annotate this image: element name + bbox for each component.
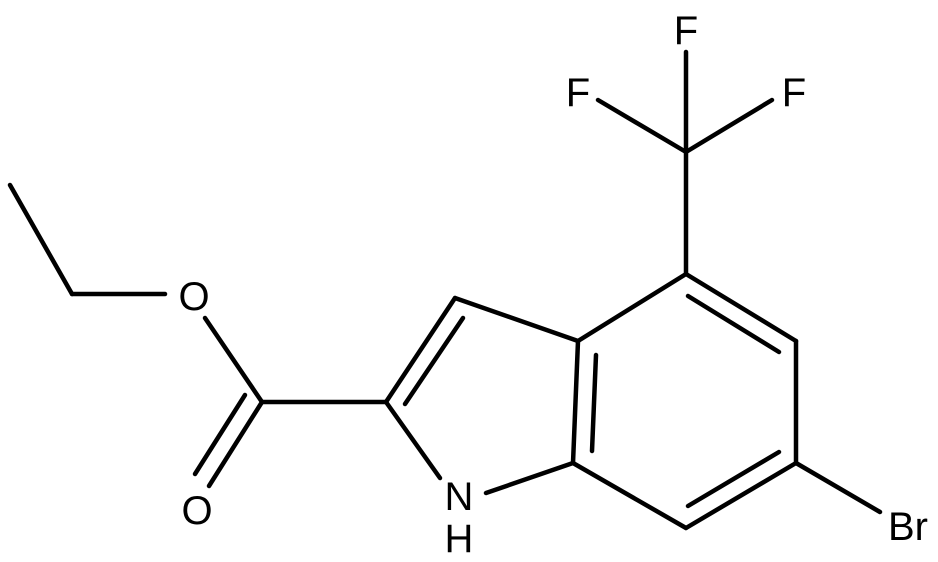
atom-labels: F F F O O N H Br: [178, 9, 928, 561]
bond-c7-c7a: [570, 460, 689, 531]
bond-cf3-f-left: [595, 97, 689, 155]
bond-c2-n1: [383, 399, 443, 481]
bond-c6-c7-a: [683, 460, 799, 531]
atom-h-nh: H: [445, 517, 474, 561]
bond-cf3-f-right: [683, 97, 775, 155]
bond-c3a-c7a-a: [570, 338, 581, 466]
atom-o-ether: O: [178, 275, 209, 319]
bond-c-o-carbonyl-a: [206, 399, 265, 489]
bond-c2-c3-b: [402, 315, 466, 407]
atom-br: Br: [888, 505, 928, 549]
bond-c4-c5-a: [683, 271, 799, 344]
bond-c4-c5-b: [685, 293, 782, 355]
bond-n1-c7a: [483, 460, 576, 496]
bond-c3-c3a: [452, 295, 581, 344]
bond-c3a-c7a-b: [589, 352, 599, 454]
bond-ch3-ch2: [7, 182, 75, 297]
bonds: [7, 49, 883, 531]
atom-f-right: F: [782, 71, 806, 115]
atom-f-left: F: [566, 71, 590, 115]
bond-c2-c3-a: [383, 295, 458, 405]
bond-o-ether-c-carbonyl: [202, 315, 265, 405]
bond-c-o-carbonyl-b: [192, 392, 248, 477]
bond-c6-c7-b: [685, 449, 782, 509]
atom-o-carbonyl: O: [181, 489, 212, 533]
atom-f-top: F: [674, 9, 698, 53]
bond-c3a-c4: [575, 271, 689, 344]
atom-n-ring: N: [445, 475, 474, 519]
bond-c6-br: [793, 460, 883, 515]
